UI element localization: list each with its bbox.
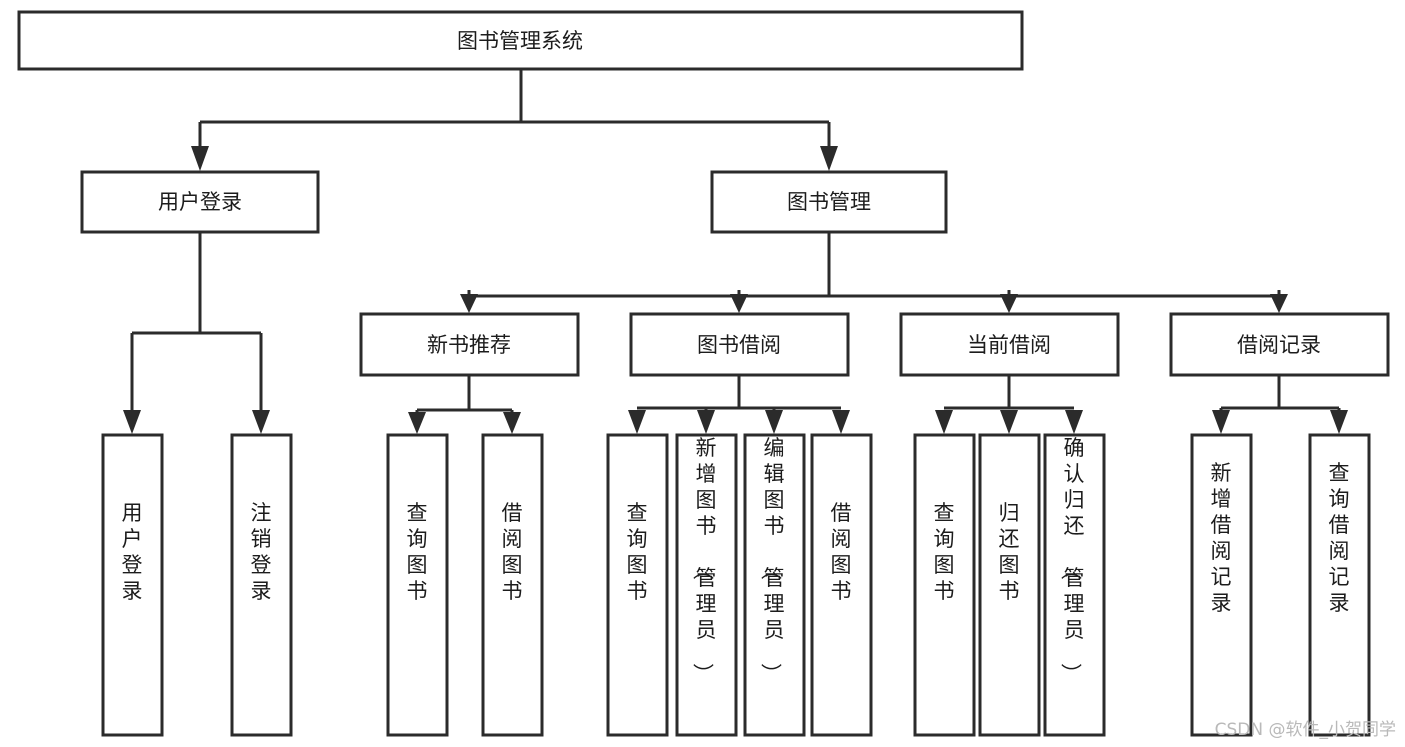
node-leaf-query-book-3-box[interactable] — [913, 433, 976, 737]
arrow-head-leaf-borrow-book-2 — [832, 410, 850, 434]
arrow-head-leaf-user-login — [123, 410, 141, 434]
node-leaf-edit-book-label: 编辑图书（管理员） — [759, 436, 785, 684]
node-book-borrow[interactable]: 图书借阅 — [629, 312, 850, 377]
node-borrow-record[interactable]: 借阅记录 — [1169, 312, 1390, 377]
node-leaf-user-login[interactable]: 用户登录 — [101, 433, 164, 737]
node-leaf-query-book-2-label: 查询图书 — [627, 501, 648, 603]
node-leaf-return-book-label: 归还图书 — [999, 501, 1020, 603]
arrow-head-borrow-record — [1270, 294, 1288, 313]
node-leaf-return-book[interactable]: 归还图书 — [978, 433, 1041, 737]
arrow-head-user-login — [191, 146, 209, 171]
node-leaf-query-book-3-label: 查询图书 — [934, 501, 955, 603]
node-book-borrow-label: 图书借阅 — [697, 333, 781, 357]
arrow-head-leaf-query-record — [1330, 410, 1348, 434]
node-leaf-confirm-return-box[interactable] — [1043, 433, 1106, 737]
arrow-head-leaf-confirm-return — [1065, 410, 1083, 434]
node-leaf-query-record[interactable]: 查询借阅记录 — [1308, 433, 1371, 737]
node-user-login-box[interactable] — [80, 170, 320, 234]
node-leaf-logout[interactable]: 注销登录 — [230, 433, 293, 737]
node-leaf-add-record-label: 新增借阅记录 — [1211, 461, 1232, 615]
node-leaf-borrow-book-1-label: 借阅图书 — [502, 501, 523, 603]
arrow-head-leaf-borrow-book-1 — [503, 412, 521, 434]
node-leaf-borrow-book-1-box[interactable] — [481, 433, 544, 737]
node-current-borrow[interactable]: 当前借阅 — [899, 312, 1120, 377]
node-leaf-borrow-book-2-label: 借阅图书 — [831, 501, 852, 603]
node-leaf-query-book-2[interactable]: 查询图书 — [606, 433, 669, 737]
node-leaf-user-login-box[interactable] — [101, 433, 164, 737]
node-leaf-borrow-book-2[interactable]: 借阅图书 — [810, 433, 873, 737]
arrow-head-current-borrow — [1000, 294, 1018, 313]
node-leaf-add-record[interactable]: 新增借阅记录 — [1190, 433, 1253, 737]
node-root[interactable]: 图书管理系统 — [17, 10, 1024, 71]
node-leaf-query-book-2-box[interactable] — [606, 433, 669, 737]
node-book-management-box[interactable] — [710, 170, 948, 234]
node-leaf-borrow-book-1[interactable]: 借阅图书 — [481, 433, 544, 737]
arrow-head-leaf-edit-book — [765, 410, 783, 434]
node-leaf-query-book-1-label: 查询图书 — [407, 501, 428, 603]
node-leaf-add-record-box[interactable] — [1190, 433, 1253, 737]
node-root-box[interactable] — [17, 10, 1024, 71]
arrow-head-leaf-query-book-1 — [408, 412, 426, 434]
connector-layer — [123, 70, 1348, 434]
node-leaf-logout-label: 注销登录 — [251, 501, 272, 603]
node-leaf-add-book-label: 新增图书（管理员） — [691, 436, 717, 684]
node-leaf-add-book-box[interactable] — [675, 433, 738, 737]
node-leaf-logout-box[interactable] — [230, 433, 293, 737]
node-new-book-recommend[interactable]: 新书推荐 — [359, 312, 580, 377]
arrow-head-leaf-add-book — [697, 410, 715, 434]
node-book-management[interactable]: 图书管理 — [710, 170, 948, 234]
node-leaf-user-login-label: 用户登录 — [122, 501, 143, 603]
node-leaf-return-book-box[interactable] — [978, 433, 1041, 737]
node-leaf-query-book-3[interactable]: 查询图书 — [913, 433, 976, 737]
node-leaf-query-record-box[interactable] — [1308, 433, 1371, 737]
arrow-head-book-management — [820, 146, 838, 171]
node-borrow-record-box[interactable] — [1169, 312, 1390, 377]
arrow-head-leaf-query-book-2 — [628, 410, 646, 434]
node-leaf-query-record-label: 查询借阅记录 — [1329, 461, 1350, 615]
node-leaf-borrow-book-2-box[interactable] — [810, 433, 873, 737]
arrow-head-leaf-add-record — [1212, 410, 1230, 434]
node-new-book-recommend-box[interactable] — [359, 312, 580, 377]
arrow-head-new-book-recommend — [460, 294, 478, 313]
arrow-head-leaf-logout — [252, 410, 270, 434]
node-book-borrow-box[interactable] — [629, 312, 850, 377]
node-leaf-confirm-return-label: 确认归还（管理员） — [1059, 436, 1085, 684]
node-leaf-query-book-1[interactable]: 查询图书 — [386, 433, 449, 737]
arrow-head-leaf-query-book-3 — [935, 410, 953, 434]
node-new-book-recommend-label: 新书推荐 — [427, 333, 511, 357]
node-leaf-edit-book[interactable]: 编辑图书（管理员） — [743, 433, 806, 737]
node-leaf-query-book-1-box[interactable] — [386, 433, 449, 737]
node-book-management-label: 图书管理 — [787, 190, 871, 214]
arrow-head-book-borrow — [730, 294, 748, 313]
node-current-borrow-box[interactable] — [899, 312, 1120, 377]
node-root-label: 图书管理系统 — [457, 29, 583, 53]
arrow-head-leaf-return-book — [1000, 410, 1018, 434]
node-leaf-confirm-return[interactable]: 确认归还（管理员） — [1043, 433, 1106, 737]
csdn-watermark: CSDN @软件_小贺同学 — [1215, 720, 1396, 740]
node-user-login[interactable]: 用户登录 — [80, 170, 320, 234]
node-borrow-record-label: 借阅记录 — [1237, 333, 1321, 357]
node-leaf-add-book[interactable]: 新增图书（管理员） — [675, 433, 738, 737]
node-user-login-label: 用户登录 — [158, 190, 242, 214]
node-leaf-edit-book-box[interactable] — [743, 433, 806, 737]
node-current-borrow-label: 当前借阅 — [967, 333, 1051, 357]
